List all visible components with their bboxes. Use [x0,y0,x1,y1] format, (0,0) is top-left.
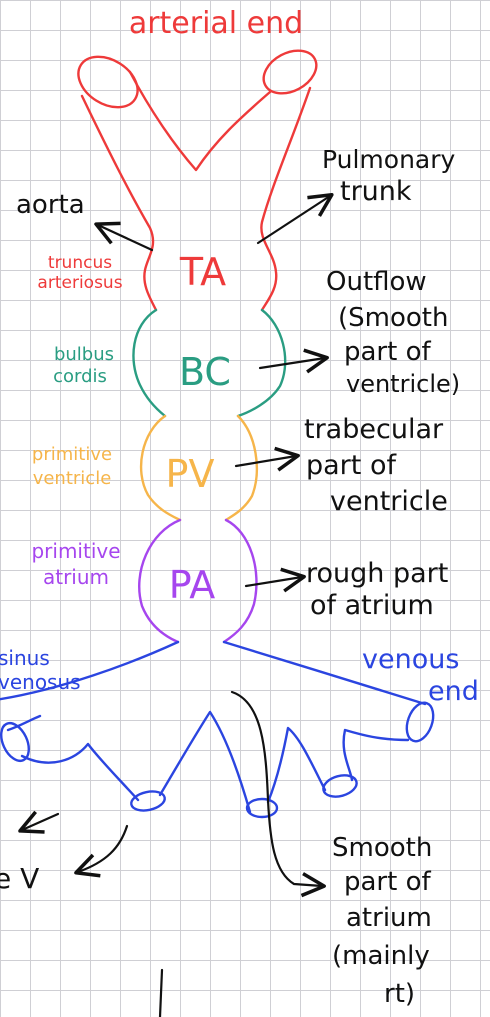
truncus-right-wall [261,88,310,310]
pv-label: PV [166,452,215,496]
pulmonary-trunk-label-line2: trunk [340,176,412,207]
stray-mark [160,970,162,1017]
rough-atrium-label-line1: rough part [306,558,448,589]
ta-label: TA [179,250,226,294]
outflow-label-line2: (Smooth [338,303,448,333]
vein-opening-4 [321,772,359,800]
bc-label: BC [179,350,231,394]
arrow-lower-left-2 [78,826,127,872]
lower-left-label: e V [0,862,39,895]
arterial-end-label: arterial end [129,6,303,41]
arrow-to-trabecular [236,456,296,466]
pulmonary-trunk-label-line1: Pulmonary [322,145,456,174]
outflow-label-line4: ventricle) [346,370,460,398]
aorta-label: aorta [16,190,85,220]
outflow-label-line1: Outflow [326,267,427,297]
truncus-arteriosus-label-line1: truncus [48,253,112,273]
smooth-atrium-label-line3: atrium [346,903,432,933]
vein-opening-2 [130,789,167,814]
arrow-to-aorta [98,225,152,250]
sinus-venosus-label-line2: venosus [0,670,81,694]
truncus-arteriosus-label-line2: arteriosus [37,273,122,293]
smooth-atrium-label-line2: part of [344,867,431,897]
trabecular-label-line3: ventricle [330,486,448,517]
arrow-lower-left-1 [22,814,58,830]
pa-label: PA [169,563,215,607]
primitive-ventricle-label-line2: ventricle [33,468,112,489]
bulbus-cordis-label-line1: bulbus [54,344,114,365]
sinus-venosus-label-line1: sinus [0,646,50,670]
primitive-ventricle-label-line1: primitive [32,444,112,465]
pulmonary-vessel-opening [256,42,323,102]
outflow-label-line3: part of [344,337,431,367]
smooth-atrium-label-line1: Smooth [332,833,432,863]
venous-end-label-line1: venous [362,644,459,675]
primitive-atrium-label-line2: atrium [43,565,109,589]
rough-atrium-label-line2: of atrium [310,590,434,621]
smooth-atrium-label-line4: (mainly [332,941,430,971]
venous-end-label-line2: end [428,676,479,707]
truncus-inner-wall [130,72,270,170]
smooth-atrium-label-line5: rt) [384,979,415,1009]
arrow-to-outflow [260,358,325,368]
arrow-to-smooth-atrium [232,692,322,886]
trabecular-label-line2: part of [306,450,397,481]
bulbus-cordis-label-line2: cordis [53,366,107,387]
primitive-atrium-label-line1: primitive [31,539,120,563]
sinus-lower-outline [8,712,408,812]
vein-opening-3 [247,799,277,817]
trabecular-label-line1: trabecular [304,414,444,445]
arrow-to-rough-atrium [246,577,302,586]
